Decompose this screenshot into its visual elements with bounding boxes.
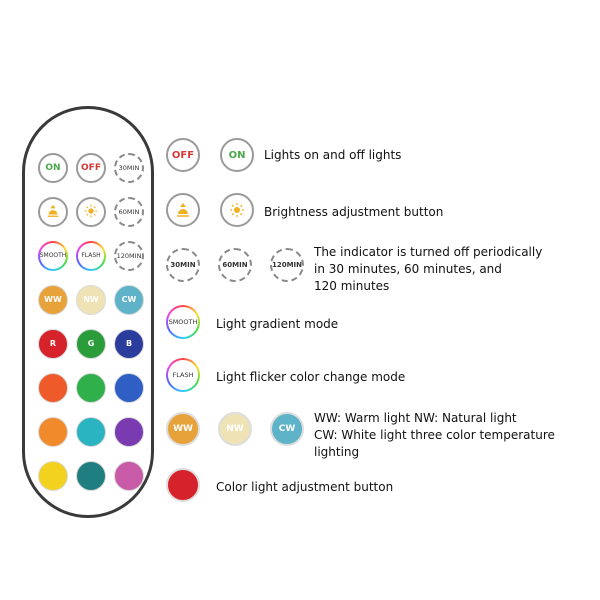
legend-on-label: ON — [228, 149, 246, 161]
remote-button-color-7-2[interactable] — [114, 461, 144, 491]
remote-button-30min[interactable]: 30MIN — [114, 153, 144, 183]
legend-timer-30-label: 30MIN — [170, 261, 196, 269]
brightness-up-icon — [177, 203, 189, 217]
legend-cw-label: CW — [278, 424, 296, 434]
remote-button-color-5-2[interactable] — [114, 373, 144, 403]
legend-brightness-up-button[interactable] — [166, 193, 200, 227]
remote-color-label: WW — [44, 295, 62, 304]
legend-timer-120-label: 120MIN — [271, 261, 303, 269]
remote-button-label: OFF — [81, 162, 101, 173]
legend-off-button[interactable]: OFF — [166, 138, 200, 172]
temp-description-line3: lighting — [314, 445, 360, 459]
legend-flash-label: FLASH — [172, 371, 194, 379]
legend-color-button[interactable] — [166, 468, 200, 502]
flash-description: Light flicker color change mode — [216, 370, 406, 384]
remote-button-brightness-up-icon[interactable] — [38, 197, 68, 227]
remote-color-label: CW — [121, 295, 137, 304]
temp-description-line2: CW: White light three color temperature — [314, 428, 555, 442]
remote-button-color-5-0[interactable] — [38, 373, 68, 403]
remote-button-color-6-1[interactable] — [76, 417, 106, 447]
legend-timer-120-button[interactable]: 120MIN — [270, 248, 304, 282]
timer-description-line3: 120 minutes — [314, 279, 390, 293]
remote-button-color-6-0[interactable] — [38, 417, 68, 447]
remote-button-color-7-1[interactable] — [76, 461, 106, 491]
remote-color-label: G — [87, 339, 95, 348]
smooth-description: Light gradient mode — [216, 317, 339, 331]
remote-button-cw[interactable]: CW — [114, 285, 144, 315]
remote-color-label: B — [125, 339, 133, 348]
timer-description-line2: in 30 minutes, 60 minutes, and — [314, 262, 502, 276]
timer-description-line1: The indicator is turned off periodically — [314, 245, 543, 259]
legend-flash-button[interactable]: FLASH — [166, 358, 200, 392]
legend-timer-30-button[interactable]: 30MIN — [166, 248, 200, 282]
temp-description-line1: WW: Warm light NW: Natural light — [314, 411, 517, 425]
brightness-down-icon — [84, 203, 98, 222]
remote-button-60min[interactable]: 60MIN — [114, 197, 144, 227]
remote-button-on[interactable]: ON — [38, 153, 68, 183]
legend-cw-button[interactable]: CW — [270, 412, 304, 446]
remote-button-smooth[interactable]: SMOOTH — [38, 241, 68, 271]
remote-button-color-6-2[interactable] — [114, 417, 144, 447]
remote-control-body: ON OFF 30MIN 60MIN SMOOTH FLASH 120MIN WW NW CW R G… — [22, 106, 154, 518]
brightness-down-icon — [230, 203, 244, 217]
legend-brightness-down-button[interactable] — [220, 193, 254, 227]
remote-timer-label: 60MIN — [118, 207, 140, 216]
legend-nw-button[interactable]: NW — [218, 412, 252, 446]
remote-mode-label: SMOOTH — [39, 252, 67, 259]
legend-on-button[interactable]: ON — [220, 138, 254, 172]
remote-button-brightness-down-icon[interactable] — [76, 197, 106, 227]
remote-button-r[interactable]: R — [38, 329, 68, 359]
remote-color-label: R — [49, 339, 57, 348]
remote-mode-label: FLASH — [81, 252, 101, 259]
brightness-description: Brightness adjustment button — [264, 205, 444, 219]
legend-ww-label: WW — [173, 424, 193, 434]
remote-button-off[interactable]: OFF — [76, 153, 106, 183]
remote-button-b[interactable]: B — [114, 329, 144, 359]
remote-button-120min[interactable]: 120MIN — [114, 241, 144, 271]
remote-button-g[interactable]: G — [76, 329, 106, 359]
color-description: Color light adjustment button — [216, 480, 394, 494]
legend-smooth-button[interactable]: SMOOTH — [166, 305, 200, 339]
remote-button-color-7-0[interactable] — [38, 461, 68, 491]
onoff-description: Lights on and off lights — [264, 148, 402, 162]
remote-timer-label: 120MIN — [116, 251, 142, 260]
legend-off-label: OFF — [171, 149, 195, 161]
remote-button-ww[interactable]: WW — [38, 285, 68, 315]
remote-color-label: NW — [83, 295, 99, 304]
legend-timer-60-button[interactable]: 60MIN — [218, 248, 252, 282]
legend-timer-60-label: 60MIN — [222, 261, 248, 269]
remote-button-label: ON — [45, 162, 61, 173]
remote-button-flash[interactable]: FLASH — [76, 241, 106, 271]
legend-nw-label: NW — [226, 424, 244, 434]
remote-timer-label: 30MIN — [118, 163, 140, 172]
remote-button-color-5-1[interactable] — [76, 373, 106, 403]
legend-smooth-label: SMOOTH — [168, 318, 198, 326]
remote-button-nw[interactable]: NW — [76, 285, 106, 315]
legend-ww-button[interactable]: WW — [166, 412, 200, 446]
brightness-up-icon — [46, 203, 60, 222]
